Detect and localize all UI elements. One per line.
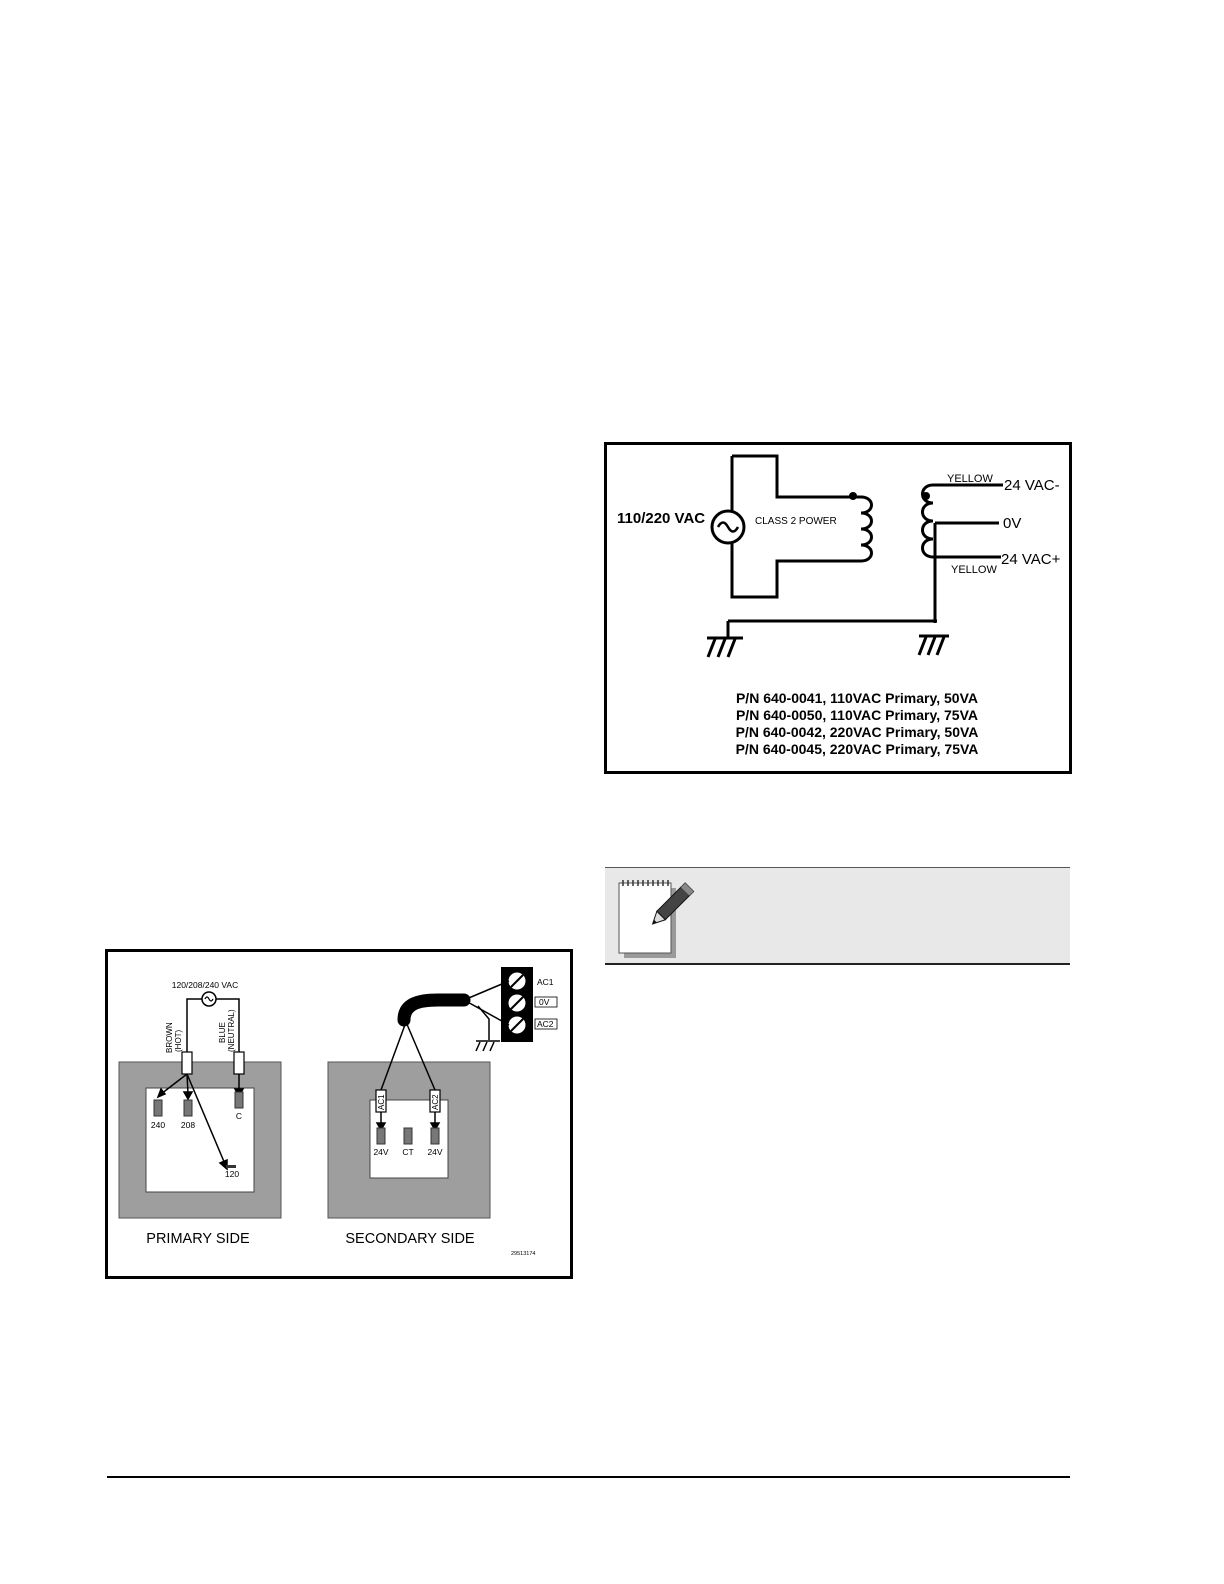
class-label: CLASS 2 POWER	[755, 516, 837, 527]
neutral-label: (NEUTRAL)	[227, 1009, 236, 1052]
part-number-2: P/N 640-0050, 110VAC Primary, 75VA	[736, 707, 978, 723]
ground-icon	[706, 636, 743, 658]
ground-icon	[475, 1040, 500, 1052]
screw-terminal	[507, 1015, 527, 1035]
note-box	[605, 867, 1070, 965]
transformer-wiring-svg: 120/208/240 VAC BROWN (HOT) BLUE (NEUTRA…	[118, 967, 558, 1257]
terminal-0v-label: 0V	[539, 997, 550, 1007]
part-number-list: P/N 640-0041, 110VAC Primary, 50VA P/N 6…	[736, 690, 979, 757]
secondary-ac1-label: AC1	[377, 1094, 386, 1110]
secondary-ct-label: CT	[402, 1147, 413, 1157]
ground-icon	[917, 634, 949, 656]
figure-id: 29513174	[511, 1251, 535, 1257]
part-number-3: P/N 640-0042, 220VAC Primary, 50VA	[736, 724, 979, 740]
supply-label: 120/208/240 VAC	[172, 980, 238, 990]
transformer-schematic: 110/220 VAC CLASS 2 POWER YELLOW YELLOW …	[604, 442, 1072, 774]
terminal-ac2-label: AC2	[537, 1019, 554, 1029]
terminal-ac1-label: AC1	[537, 977, 554, 987]
secondary-cable	[397, 993, 471, 1027]
screw-terminal	[507, 993, 527, 1013]
secondary-24v-left-label: 24V	[373, 1147, 388, 1157]
part-number-1: P/N 640-0041, 110VAC Primary, 50VA	[736, 690, 978, 706]
primary-coil	[860, 495, 873, 563]
part-number-4: P/N 640-0045, 220VAC Primary, 75VA	[736, 741, 979, 757]
yellow-label-top: YELLOW	[947, 473, 993, 485]
brown-label: BROWN	[165, 1022, 174, 1053]
tap-c-label: C	[236, 1111, 242, 1121]
primary-side-caption: PRIMARY SIDE	[146, 1231, 250, 1247]
hot-label: (HOT)	[174, 1029, 183, 1052]
secondary-ac2-label: AC2	[431, 1094, 440, 1110]
tap-240-label: 240	[151, 1120, 165, 1130]
tap-208-label: 208	[181, 1120, 195, 1130]
screw-terminal	[507, 971, 527, 991]
secondary-24v-right-label: 24V	[427, 1147, 442, 1157]
blue-label: BLUE	[218, 1022, 227, 1043]
output-plus-label: 24 VAC+	[1001, 551, 1061, 568]
source-label: 110/220 VAC	[617, 510, 705, 527]
transformer-schematic-svg: 110/220 VAC CLASS 2 POWER YELLOW YELLOW …	[617, 454, 1061, 757]
transformer-wiring-diagram: 120/208/240 VAC BROWN (HOT) BLUE (NEUTRA…	[105, 949, 573, 1279]
yellow-label-bottom: YELLOW	[951, 564, 997, 576]
secondary-side-caption: SECONDARY SIDE	[345, 1231, 475, 1247]
output-minus-label: 24 VAC-	[1004, 477, 1060, 494]
output-zero-label: 0V	[1003, 515, 1021, 532]
tap-120-label: 120	[225, 1169, 239, 1179]
notepad-pencil-icon	[618, 880, 695, 958]
footer-rule	[107, 1476, 1070, 1478]
